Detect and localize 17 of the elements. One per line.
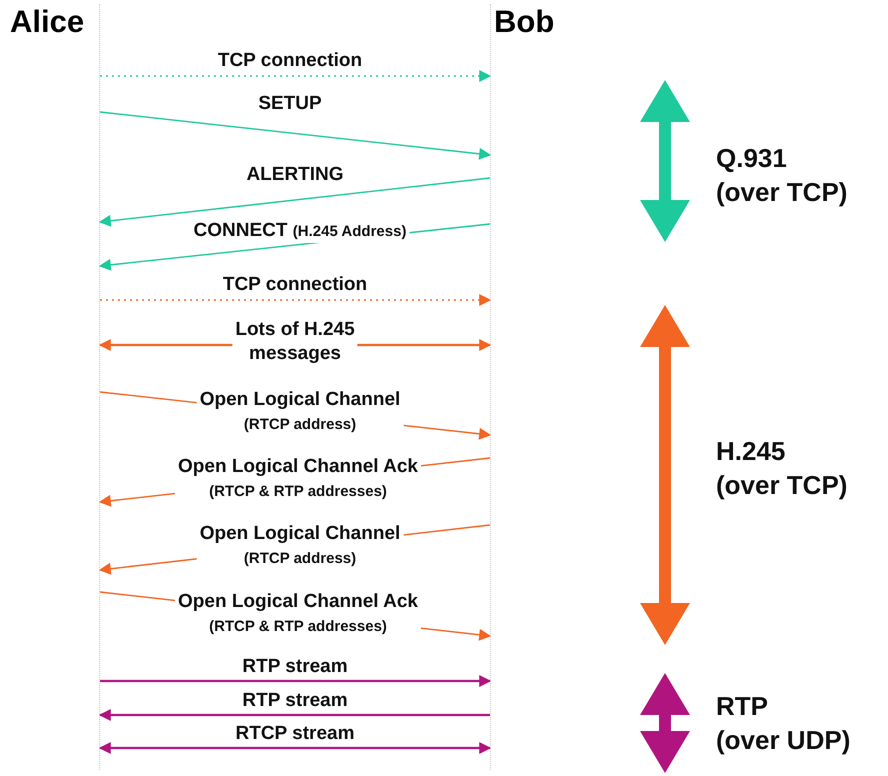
message-arrow [100, 675, 492, 687]
participant-name: Bob [494, 4, 554, 39]
message-arrow [98, 742, 492, 754]
message-arrow [100, 294, 492, 306]
protocol-label: Q.931 (over TCP) [716, 142, 848, 209]
message-label: Open Logical Channel (RTCP address) [196, 388, 404, 436]
message-label: Open Logical Channel Ack (RTCP & RTP addresses) [175, 455, 421, 502]
message-label: Open Logical Channel Ack (RTCP & RTP addresses) [175, 590, 421, 638]
message-arrow [98, 177, 490, 227]
participant-name: Alice [10, 4, 84, 39]
message-label: Lots of H.245 messages [232, 318, 358, 366]
message-arrow [98, 709, 490, 721]
message-label: Open Logical Channel (RTCP address) [196, 522, 404, 570]
message-arrow [100, 70, 492, 82]
message-arrow [100, 111, 492, 160]
protocol-label: RTP (over UDP) [716, 690, 850, 757]
protocol-label: H.245 (over TCP) [716, 435, 848, 502]
